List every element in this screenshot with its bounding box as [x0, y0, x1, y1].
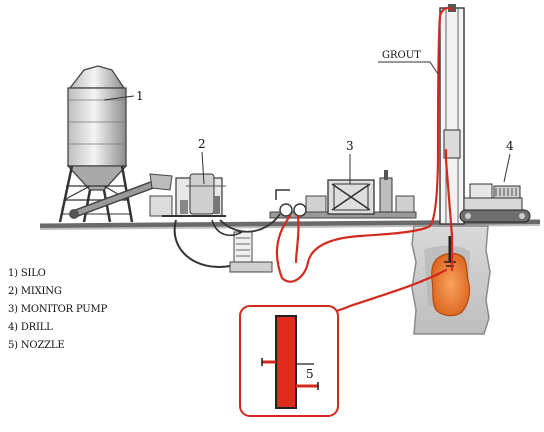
grout-label: GROUT — [382, 50, 421, 61]
pump-number-label: 3 — [346, 139, 354, 153]
legend-item-nozzle: 5) NOZZLE — [8, 340, 64, 351]
mixing-to-pump-hose — [219, 213, 281, 233]
legend-item-monitor-pump: 3) MONITOR PUMP — [8, 304, 108, 315]
silo — [58, 65, 173, 223]
grout-label-leader — [378, 61, 439, 75]
legend-item-drill: 4) DRILL — [8, 322, 53, 333]
monitor-pump — [269, 170, 417, 219]
drill-number-label: 4 — [506, 139, 514, 153]
drill-leader-line — [503, 153, 511, 183]
silo-leader-line — [103, 95, 135, 101]
grout-column — [431, 236, 471, 317]
legend-item-mixing: 2) MIXING — [8, 286, 62, 297]
nozzle-detail-callout — [239, 305, 339, 417]
mixing-number-label: 2 — [198, 137, 206, 151]
drill-rig — [439, 4, 531, 225]
mixing-plant — [149, 173, 273, 273]
nozzle-number-label: 5 — [306, 367, 314, 381]
mixing-leader-line — [201, 151, 205, 185]
silo-number-label: 1 — [136, 89, 144, 103]
legend-item-silo: 1) SILO — [8, 268, 46, 279]
legend: 1) SILO 2) MIXING 3) MONITOR PUMP 4) DRI… — [8, 268, 108, 351]
